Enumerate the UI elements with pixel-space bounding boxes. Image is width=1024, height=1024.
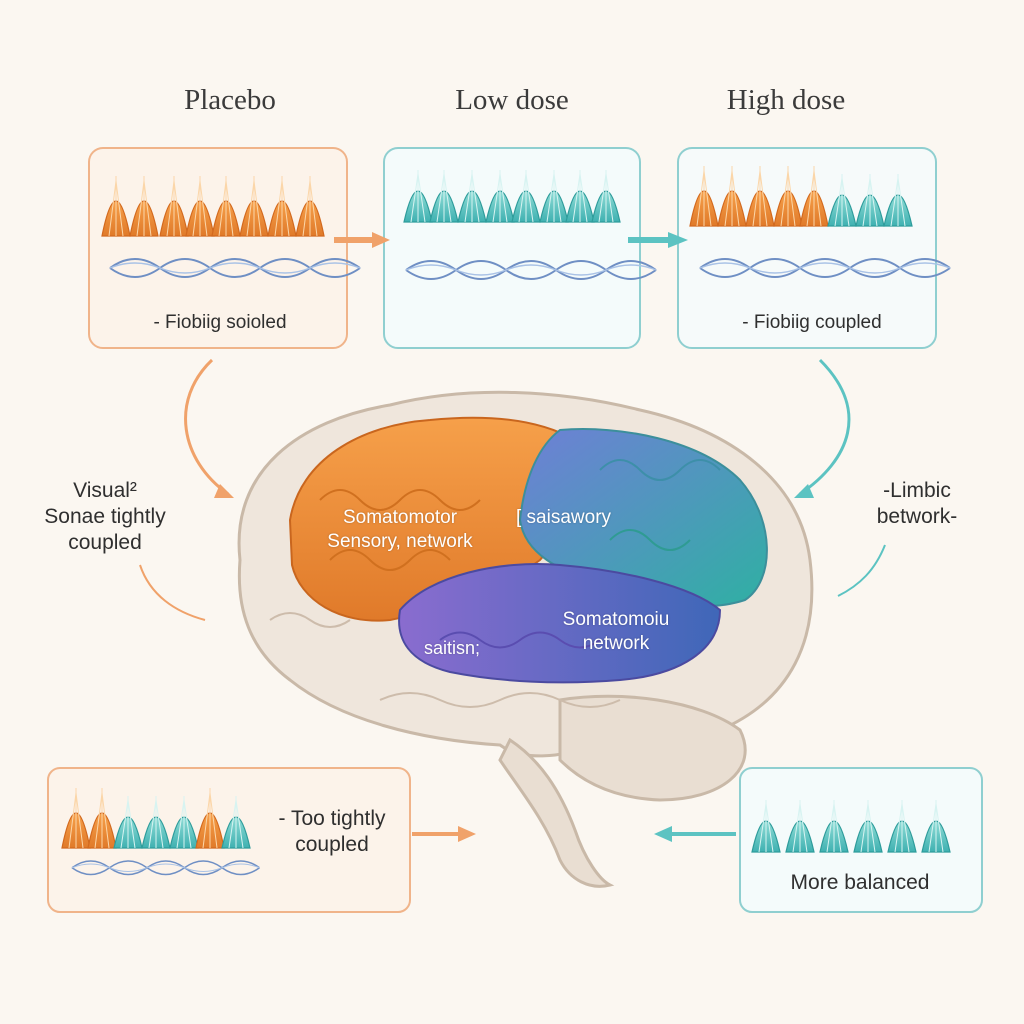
bottom-left-caption-line2: coupled <box>295 833 369 856</box>
left-note-line3: coupled <box>68 531 142 554</box>
high-dose-caption: - Fiobiig coupled <box>742 312 882 333</box>
brain-label-c-line2: network <box>582 633 650 654</box>
brain-illustration <box>237 390 814 888</box>
brain-label-a-line2: Sensory, network <box>327 531 473 552</box>
left-note: Visual² Sonae tightly coupled <box>30 478 180 556</box>
brain-label-a-line1: Somatomotor <box>342 507 458 528</box>
low-dose-panel <box>383 147 641 349</box>
bottom-left-caption: - Too tightly coupled <box>262 806 402 858</box>
right-note-line2: betwork- <box>876 505 958 528</box>
right-note-line1: -Limbic <box>883 479 951 502</box>
left-note-line2: Sonae tightly <box>44 505 166 528</box>
brain-label-c-line1: Somatomoiu <box>562 609 670 630</box>
brain-label-sensory: [ saisawory <box>516 507 612 528</box>
bottom-right-caption: More balanced <box>790 871 930 894</box>
bottom-left-caption-line1: - Too tightly <box>278 807 386 830</box>
brain-label-somatomotor: Somatomotor Sensory, network <box>300 506 500 554</box>
right-note: -Limbic betwork- <box>852 478 982 530</box>
brain-label-somatomoiu: Somatomoiu network <box>536 608 696 656</box>
brain-label-saitisn: saitisn; <box>424 638 481 658</box>
title-placebo: Placebo <box>184 84 276 116</box>
placebo-caption: - Fiobiig soioled <box>153 312 287 333</box>
left-note-line1: Visual² <box>73 479 137 502</box>
title-low-dose: Low dose <box>455 84 569 116</box>
title-high-dose: High dose <box>726 84 846 116</box>
